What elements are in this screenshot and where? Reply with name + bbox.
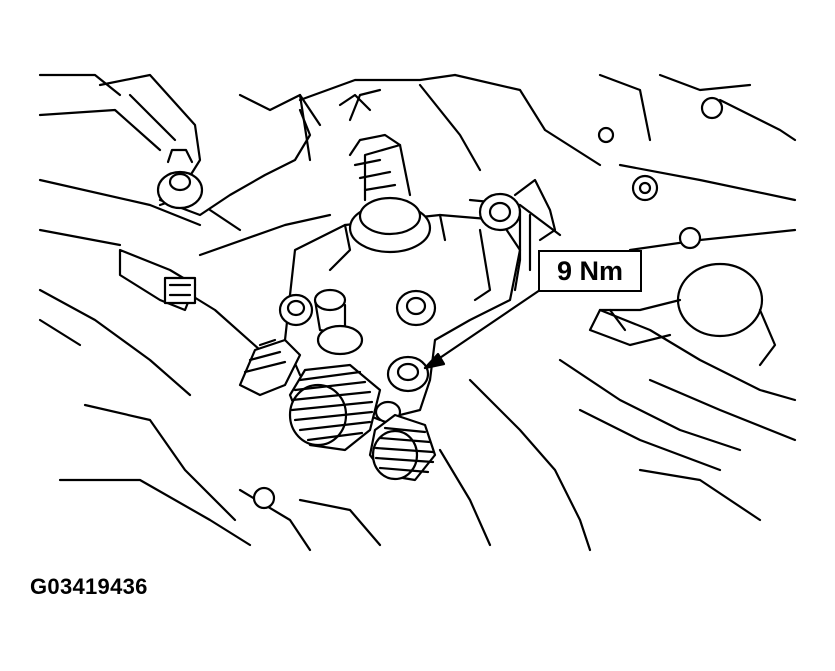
small-fitting bbox=[313, 288, 364, 356]
mounting-bolts bbox=[252, 96, 724, 510]
torque-leader-arrowhead bbox=[423, 352, 446, 370]
torque-spec-callout: 9 Nm bbox=[538, 250, 642, 292]
figure-id-label: G03419436 bbox=[30, 574, 148, 599]
round-port bbox=[588, 262, 777, 367]
upper-bracket bbox=[98, 73, 312, 232]
large-threaded-fitting bbox=[288, 363, 382, 452]
torque-leader-line bbox=[423, 288, 542, 370]
housing-outlines bbox=[38, 73, 797, 552]
left-fitting bbox=[238, 338, 302, 397]
torque-spec-label: 9 Nm bbox=[556, 255, 624, 286]
top-fitting bbox=[338, 88, 432, 254]
small-threaded-fitting bbox=[368, 400, 437, 482]
upper-connector bbox=[478, 178, 557, 292]
side-clip bbox=[118, 248, 197, 312]
